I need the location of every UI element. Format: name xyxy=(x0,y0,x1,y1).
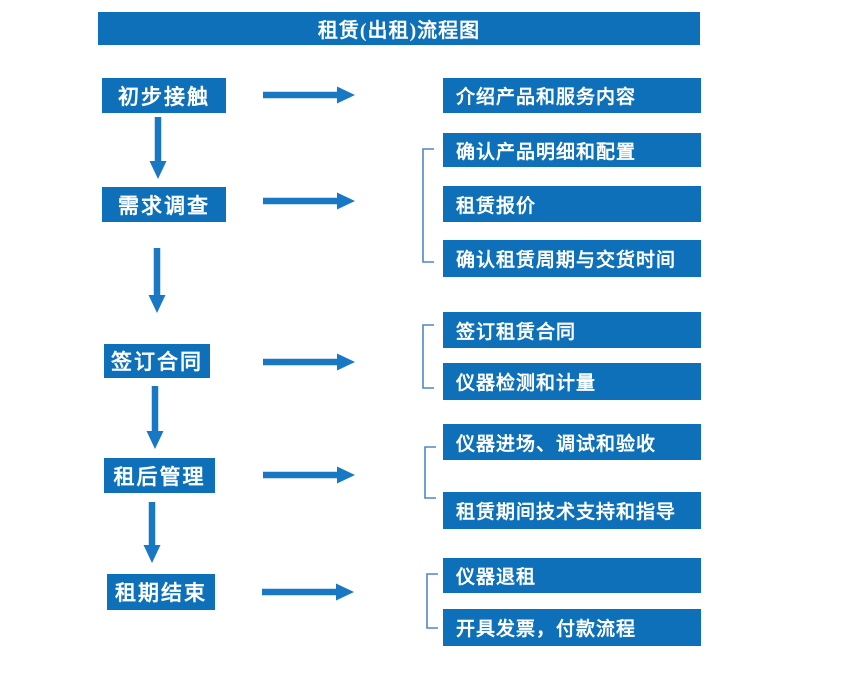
arrow-head xyxy=(143,545,161,563)
arrow-head xyxy=(337,353,355,371)
output-box-instrument-return: 仪器退租 xyxy=(443,558,701,593)
arrow-step3-down xyxy=(146,386,164,449)
bracket-step2-outputs xyxy=(422,148,434,263)
output-box-rental-quote: 租赁报价 xyxy=(443,186,701,222)
step-box-rental-end: 租期结束 xyxy=(107,574,215,610)
title-bar: 租赁(出租)流程图 xyxy=(98,12,700,45)
arrow-head xyxy=(337,86,355,104)
output-box-instrument-setup: 仪器进场、调试和验收 xyxy=(443,424,701,460)
arrow-step3-right xyxy=(263,353,355,371)
arrow-head xyxy=(337,466,355,484)
output-box-sign-rental-contract: 签订租赁合同 xyxy=(443,312,701,348)
arrow-step4-right xyxy=(263,466,355,484)
arrow-step1-right xyxy=(263,86,355,104)
output-box-confirm-details: 确认产品明细和配置 xyxy=(443,133,701,167)
bracket-step5-outputs xyxy=(426,573,438,629)
arrow-head xyxy=(146,431,164,449)
step-box-post-rental-mgmt: 租后管理 xyxy=(104,458,215,493)
arrow-head xyxy=(337,192,355,210)
output-box-tech-support: 租赁期间技术支持和指导 xyxy=(443,492,701,529)
arrow-step1-down xyxy=(149,117,167,179)
arrow-step4-down xyxy=(143,502,161,563)
bracket-step4-outputs xyxy=(424,446,436,499)
output-box-confirm-period: 确认租赁周期与交货时间 xyxy=(443,240,701,277)
arrow-step2-right xyxy=(263,192,355,210)
output-box-instrument-testing: 仪器检测和计量 xyxy=(443,363,701,400)
output-box-invoice-payment: 开具发票，付款流程 xyxy=(443,609,701,646)
bracket-step3-outputs xyxy=(422,324,434,389)
arrow-step2-down xyxy=(148,248,166,313)
output-box-introduce-products: 介绍产品和服务内容 xyxy=(443,78,701,113)
arrow-head xyxy=(336,583,354,601)
page-title: 租赁(出租)流程图 xyxy=(317,20,481,42)
arrow-head xyxy=(149,161,167,179)
arrow-head xyxy=(148,295,166,313)
step-box-initial-contact: 初步接触 xyxy=(102,78,226,113)
step-box-demand-survey: 需求调查 xyxy=(102,187,226,222)
arrow-step5-right xyxy=(262,583,354,601)
step-box-sign-contract: 签订合同 xyxy=(104,344,210,378)
